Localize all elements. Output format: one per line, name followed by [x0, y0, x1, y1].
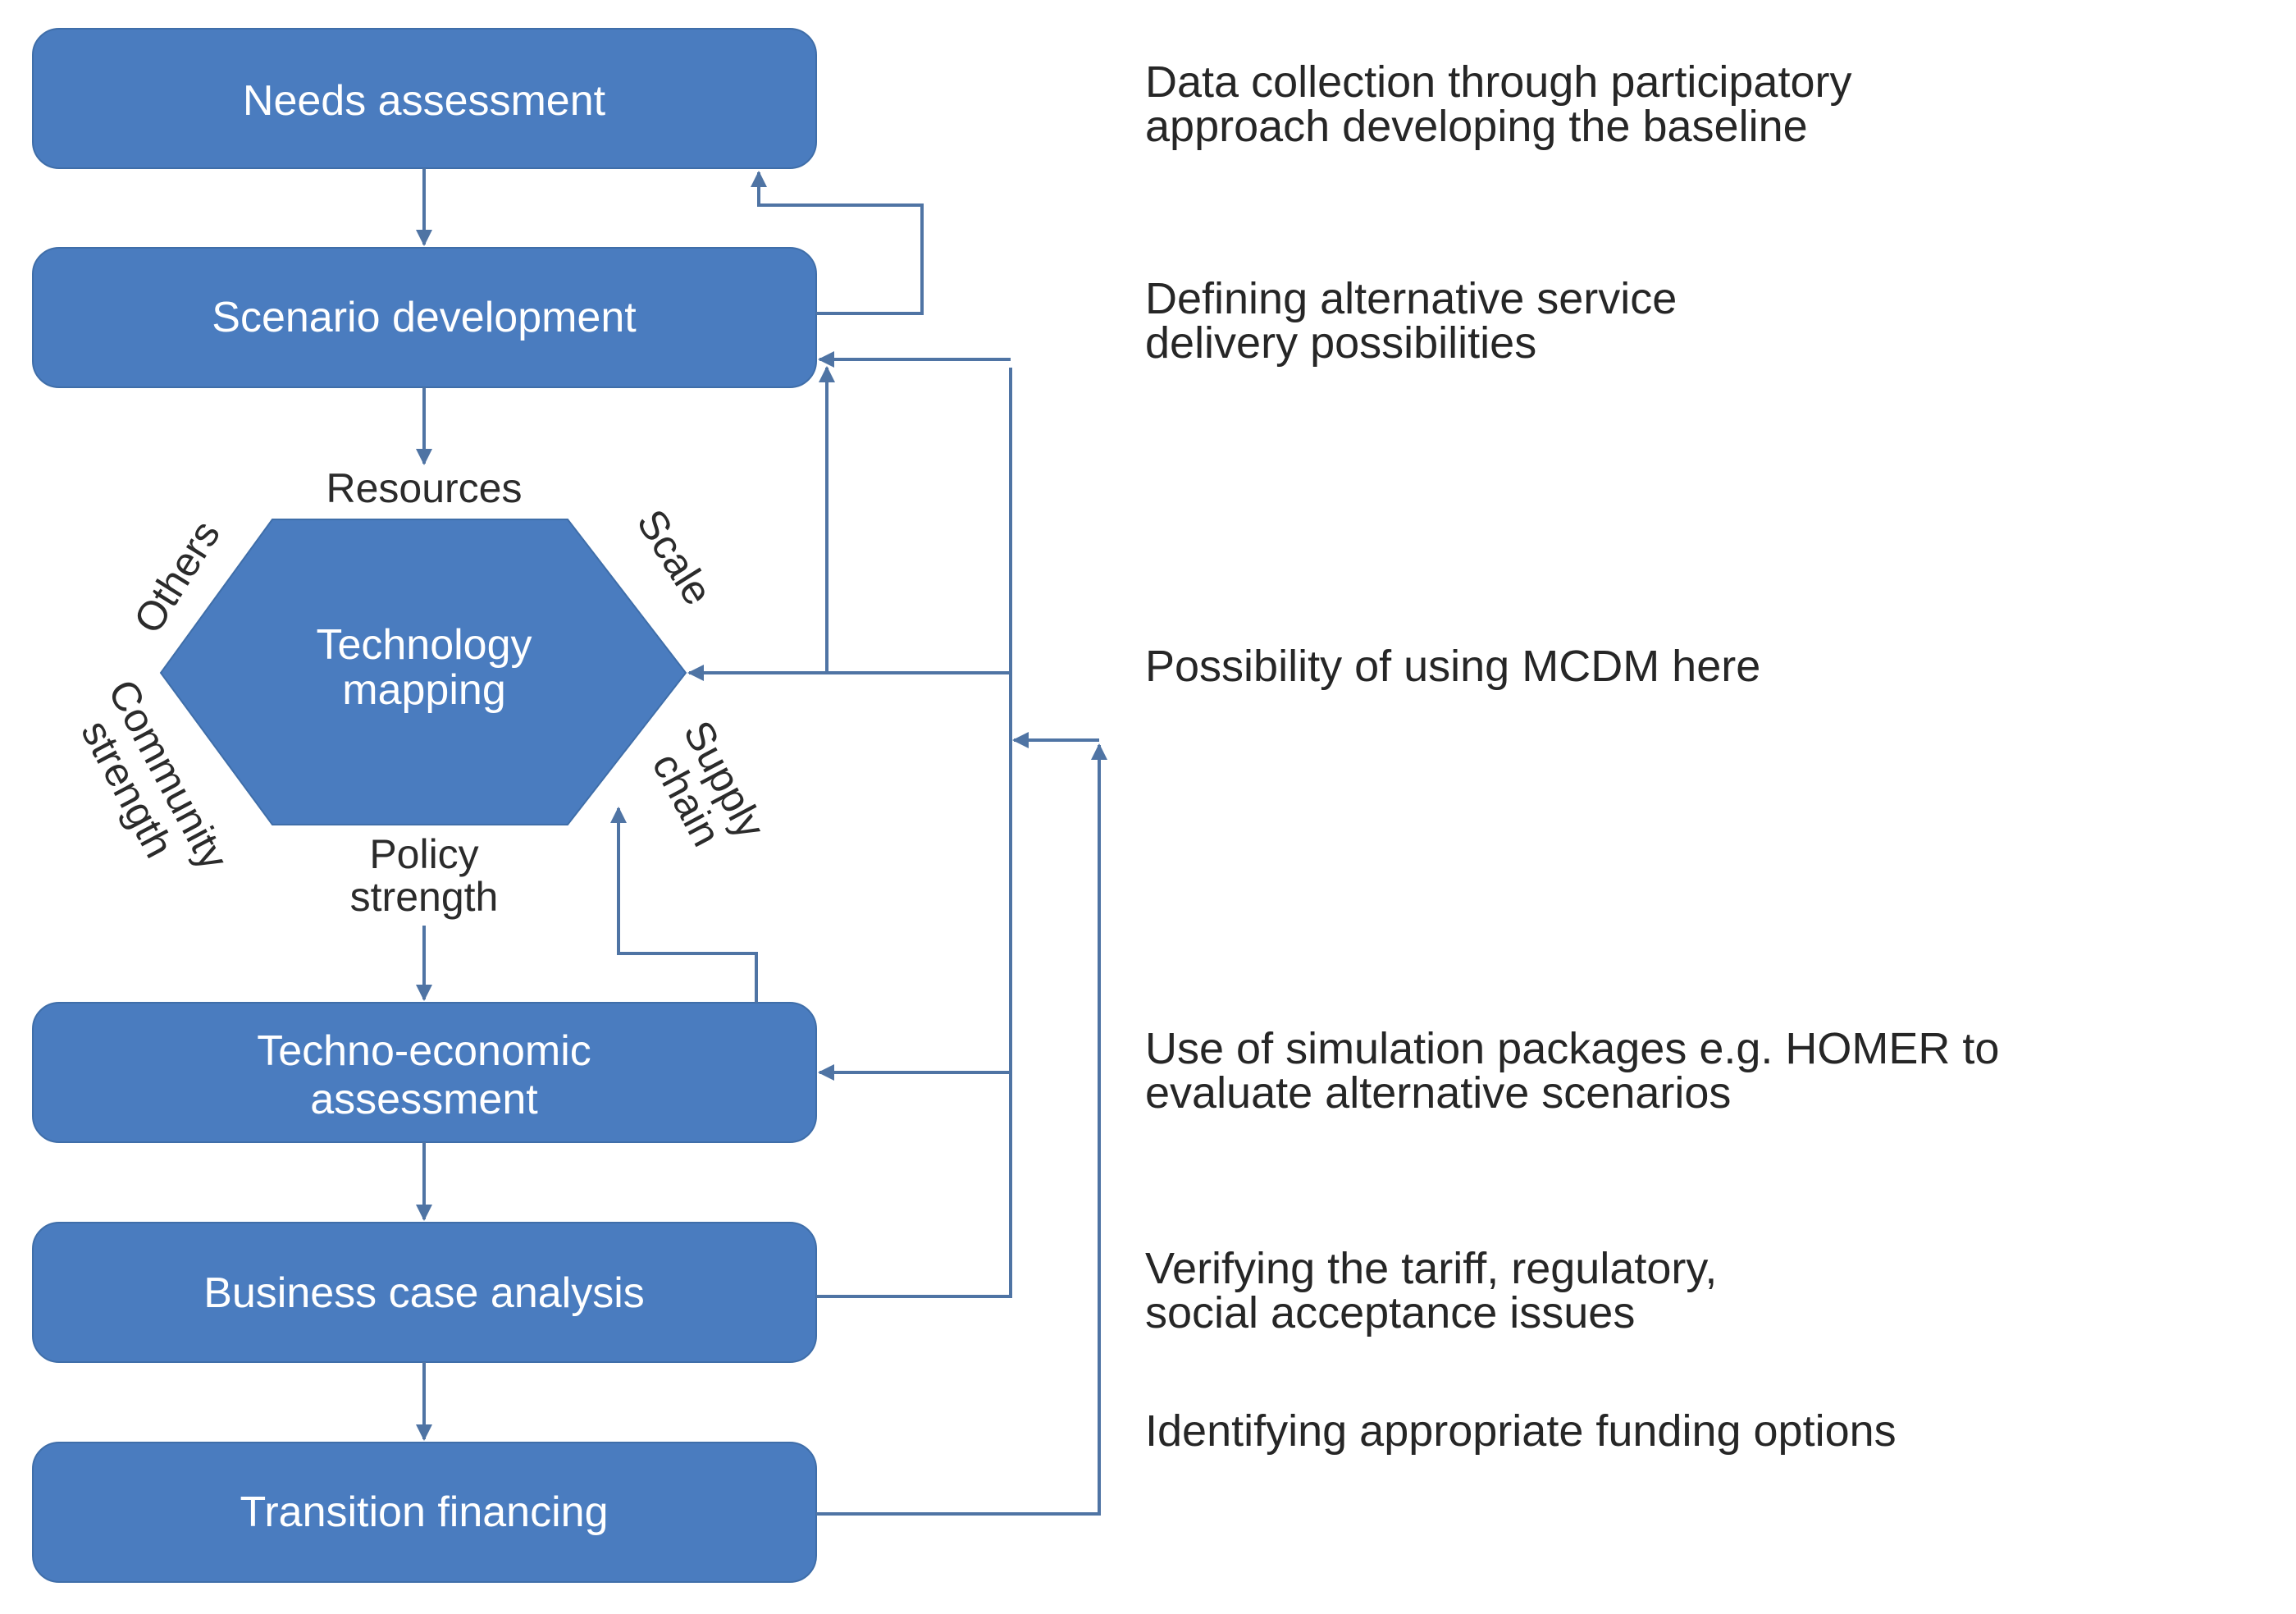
factor-scale: Scale [628, 501, 722, 613]
factor-supply-chain: Supply chain [643, 713, 774, 853]
feedback-scenario-to-needs [751, 171, 924, 315]
factor-policy-line1: Policy [369, 831, 478, 877]
technology-mapping-label-line2: mapping [342, 666, 505, 714]
note-business-line1: Verifying the tariff, regulatory, [1145, 1244, 1717, 1293]
feedback-supply-chain-from-techno [610, 807, 758, 1003]
scenario-development-label: Scenario development [212, 294, 637, 341]
factor-policy-line2: strength [350, 874, 499, 920]
technology-mapping-hexagon [159, 519, 687, 825]
transition-financing-label: Transition financing [240, 1488, 609, 1536]
techno-economic-label-line2: assessment [310, 1076, 538, 1123]
note-scenario-line2: delivery possibilities [1145, 318, 1536, 368]
note-techno-line2: evaluate alternative scenarios [1145, 1068, 1731, 1118]
note-needs-line2: approach developing the baseline [1145, 102, 1808, 151]
feedback-business-loop [816, 368, 1012, 1298]
factor-resources: Resources [326, 465, 523, 511]
note-financing-line1: Identifying appropriate funding options [1145, 1406, 1897, 1456]
needs-assessment-label: Needs assessment [243, 77, 606, 125]
techno-economic-label-line1: Techno-economic [257, 1027, 591, 1075]
note-technology-line1: Possibility of using MCDM here [1145, 642, 1760, 691]
technology-mapping-label-line1: Technology [316, 621, 532, 669]
feedback-financing-loop [816, 743, 1107, 1516]
note-business-line2: social acceptance issues [1145, 1288, 1635, 1337]
note-needs-line1: Data collection through participatory [1145, 57, 1851, 107]
note-scenario-line1: Defining alternative service [1145, 274, 1677, 323]
business-case-label: Business case analysis [203, 1269, 645, 1317]
note-techno-line1: Use of simulation packages e.g. HOMER to [1145, 1024, 1999, 1073]
